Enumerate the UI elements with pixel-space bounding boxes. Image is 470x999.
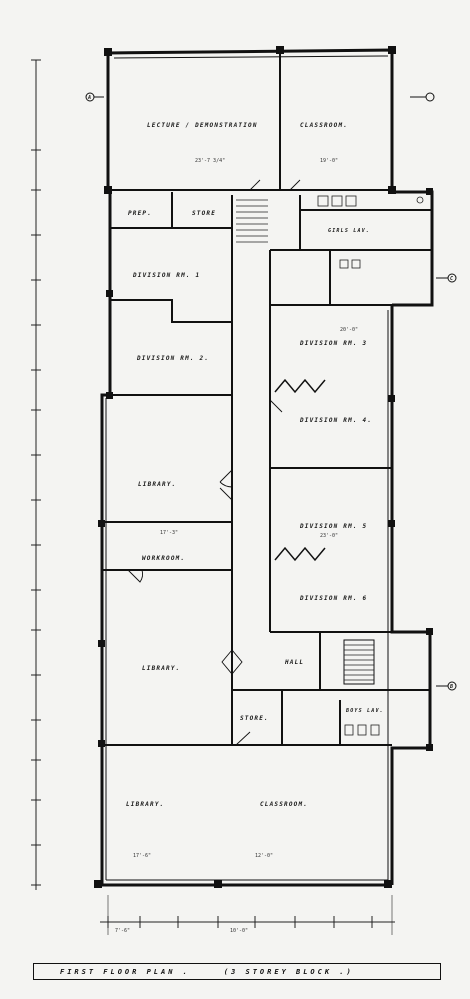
room-division-2: DIVISION RM. 2. bbox=[136, 355, 209, 362]
sanitary-fixtures bbox=[317, 195, 424, 736]
dim-label: 12'-0" bbox=[255, 853, 273, 859]
plan-title: FIRST FLOOR PLAN . bbox=[60, 967, 190, 976]
exterior-wall-inner-line bbox=[105, 55, 389, 881]
room-prep: PREP. bbox=[128, 210, 152, 217]
room-division-6: DIVISION RM. 6 bbox=[299, 595, 367, 602]
stairs-lower bbox=[344, 644, 374, 681]
grid-mark-b: B bbox=[449, 684, 454, 690]
dim-label: 17'-3" bbox=[160, 530, 178, 536]
left-dimension-line bbox=[31, 59, 41, 890]
folding-partitions bbox=[274, 378, 326, 562]
room-lecture: LECTURE / DEMONSTRATION bbox=[147, 122, 258, 129]
room-library-2: LIBRARY. bbox=[142, 665, 181, 672]
grid-markers bbox=[85, 92, 457, 691]
dim-label: 20'-0" bbox=[340, 327, 358, 333]
room-boys-lav: BOYS LAV. bbox=[345, 708, 384, 714]
room-library-1: LIBRARY. bbox=[138, 481, 177, 488]
room-workroom: WORKROOM. bbox=[142, 555, 185, 562]
room-division-4: DIVISION RM. 4. bbox=[299, 417, 372, 424]
room-division-5: DIVISION RM. 5 bbox=[299, 523, 367, 530]
room-library-3: LIBRARY. bbox=[126, 801, 165, 808]
dim-label: 23'-0" bbox=[320, 533, 338, 539]
interior-walls bbox=[102, 53, 432, 746]
room-store-low: STORE. bbox=[240, 715, 269, 722]
dim-label: 17'-6" bbox=[133, 853, 151, 859]
room-girls-lav: GIRLS LAV. bbox=[328, 228, 370, 234]
grid-mark-c: C bbox=[450, 276, 454, 282]
door-swings bbox=[127, 179, 301, 746]
room-classroom-bottom: CLASSROOM. bbox=[260, 801, 308, 808]
dim-label: 10'-0" bbox=[230, 928, 248, 934]
dim-label: 19'-0" bbox=[320, 158, 338, 164]
bottom-dimension-line bbox=[100, 895, 395, 935]
grid-mark-a: A bbox=[87, 95, 92, 101]
grid-marker-a-right bbox=[425, 92, 435, 102]
room-division-1: DIVISION RM. 1 bbox=[132, 272, 200, 279]
dim-label: 23'-7 3/4" bbox=[195, 158, 225, 164]
room-division-3: DIVISION RM. 3 bbox=[299, 340, 367, 347]
stairs-upper bbox=[236, 199, 268, 243]
room-classroom-top: CLASSROOM. bbox=[300, 122, 348, 129]
dim-label: 7'-6" bbox=[115, 928, 130, 934]
plan-subtitle: (3 STOREY BLOCK .) bbox=[223, 967, 354, 976]
room-store-top: STORE bbox=[192, 210, 216, 217]
room-hall: HALL bbox=[284, 659, 304, 666]
title-block: FIRST FLOOR PLAN . (3 STOREY BLOCK .) bbox=[33, 963, 441, 980]
